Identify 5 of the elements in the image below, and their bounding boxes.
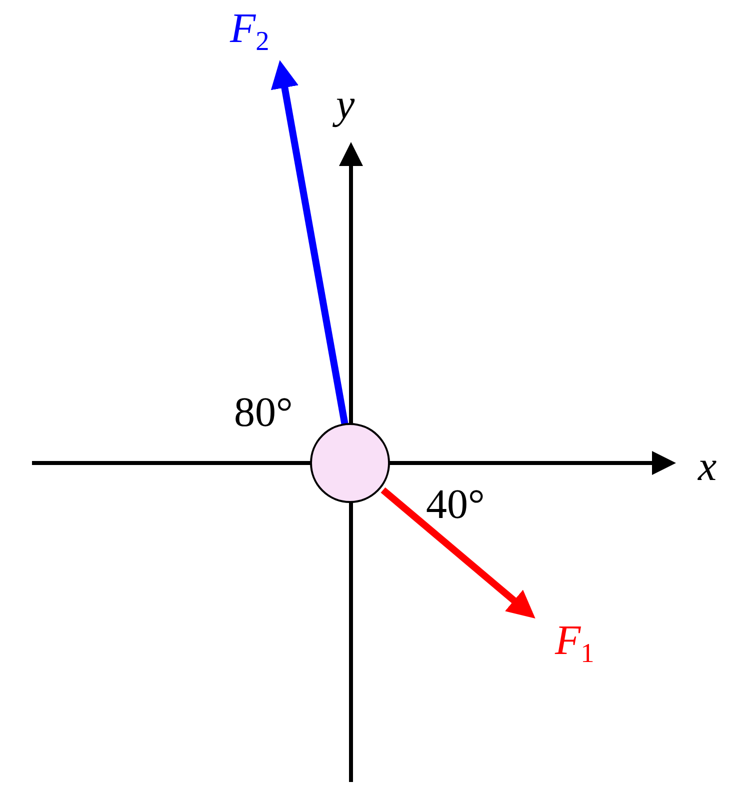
angle-label: 40° (426, 484, 485, 526)
axis-label: x (698, 446, 717, 488)
angle-label: 80° (234, 392, 293, 434)
force-label: F$_{1}$ (555, 620, 594, 668)
force-label: F$_{2}$ (230, 8, 270, 56)
